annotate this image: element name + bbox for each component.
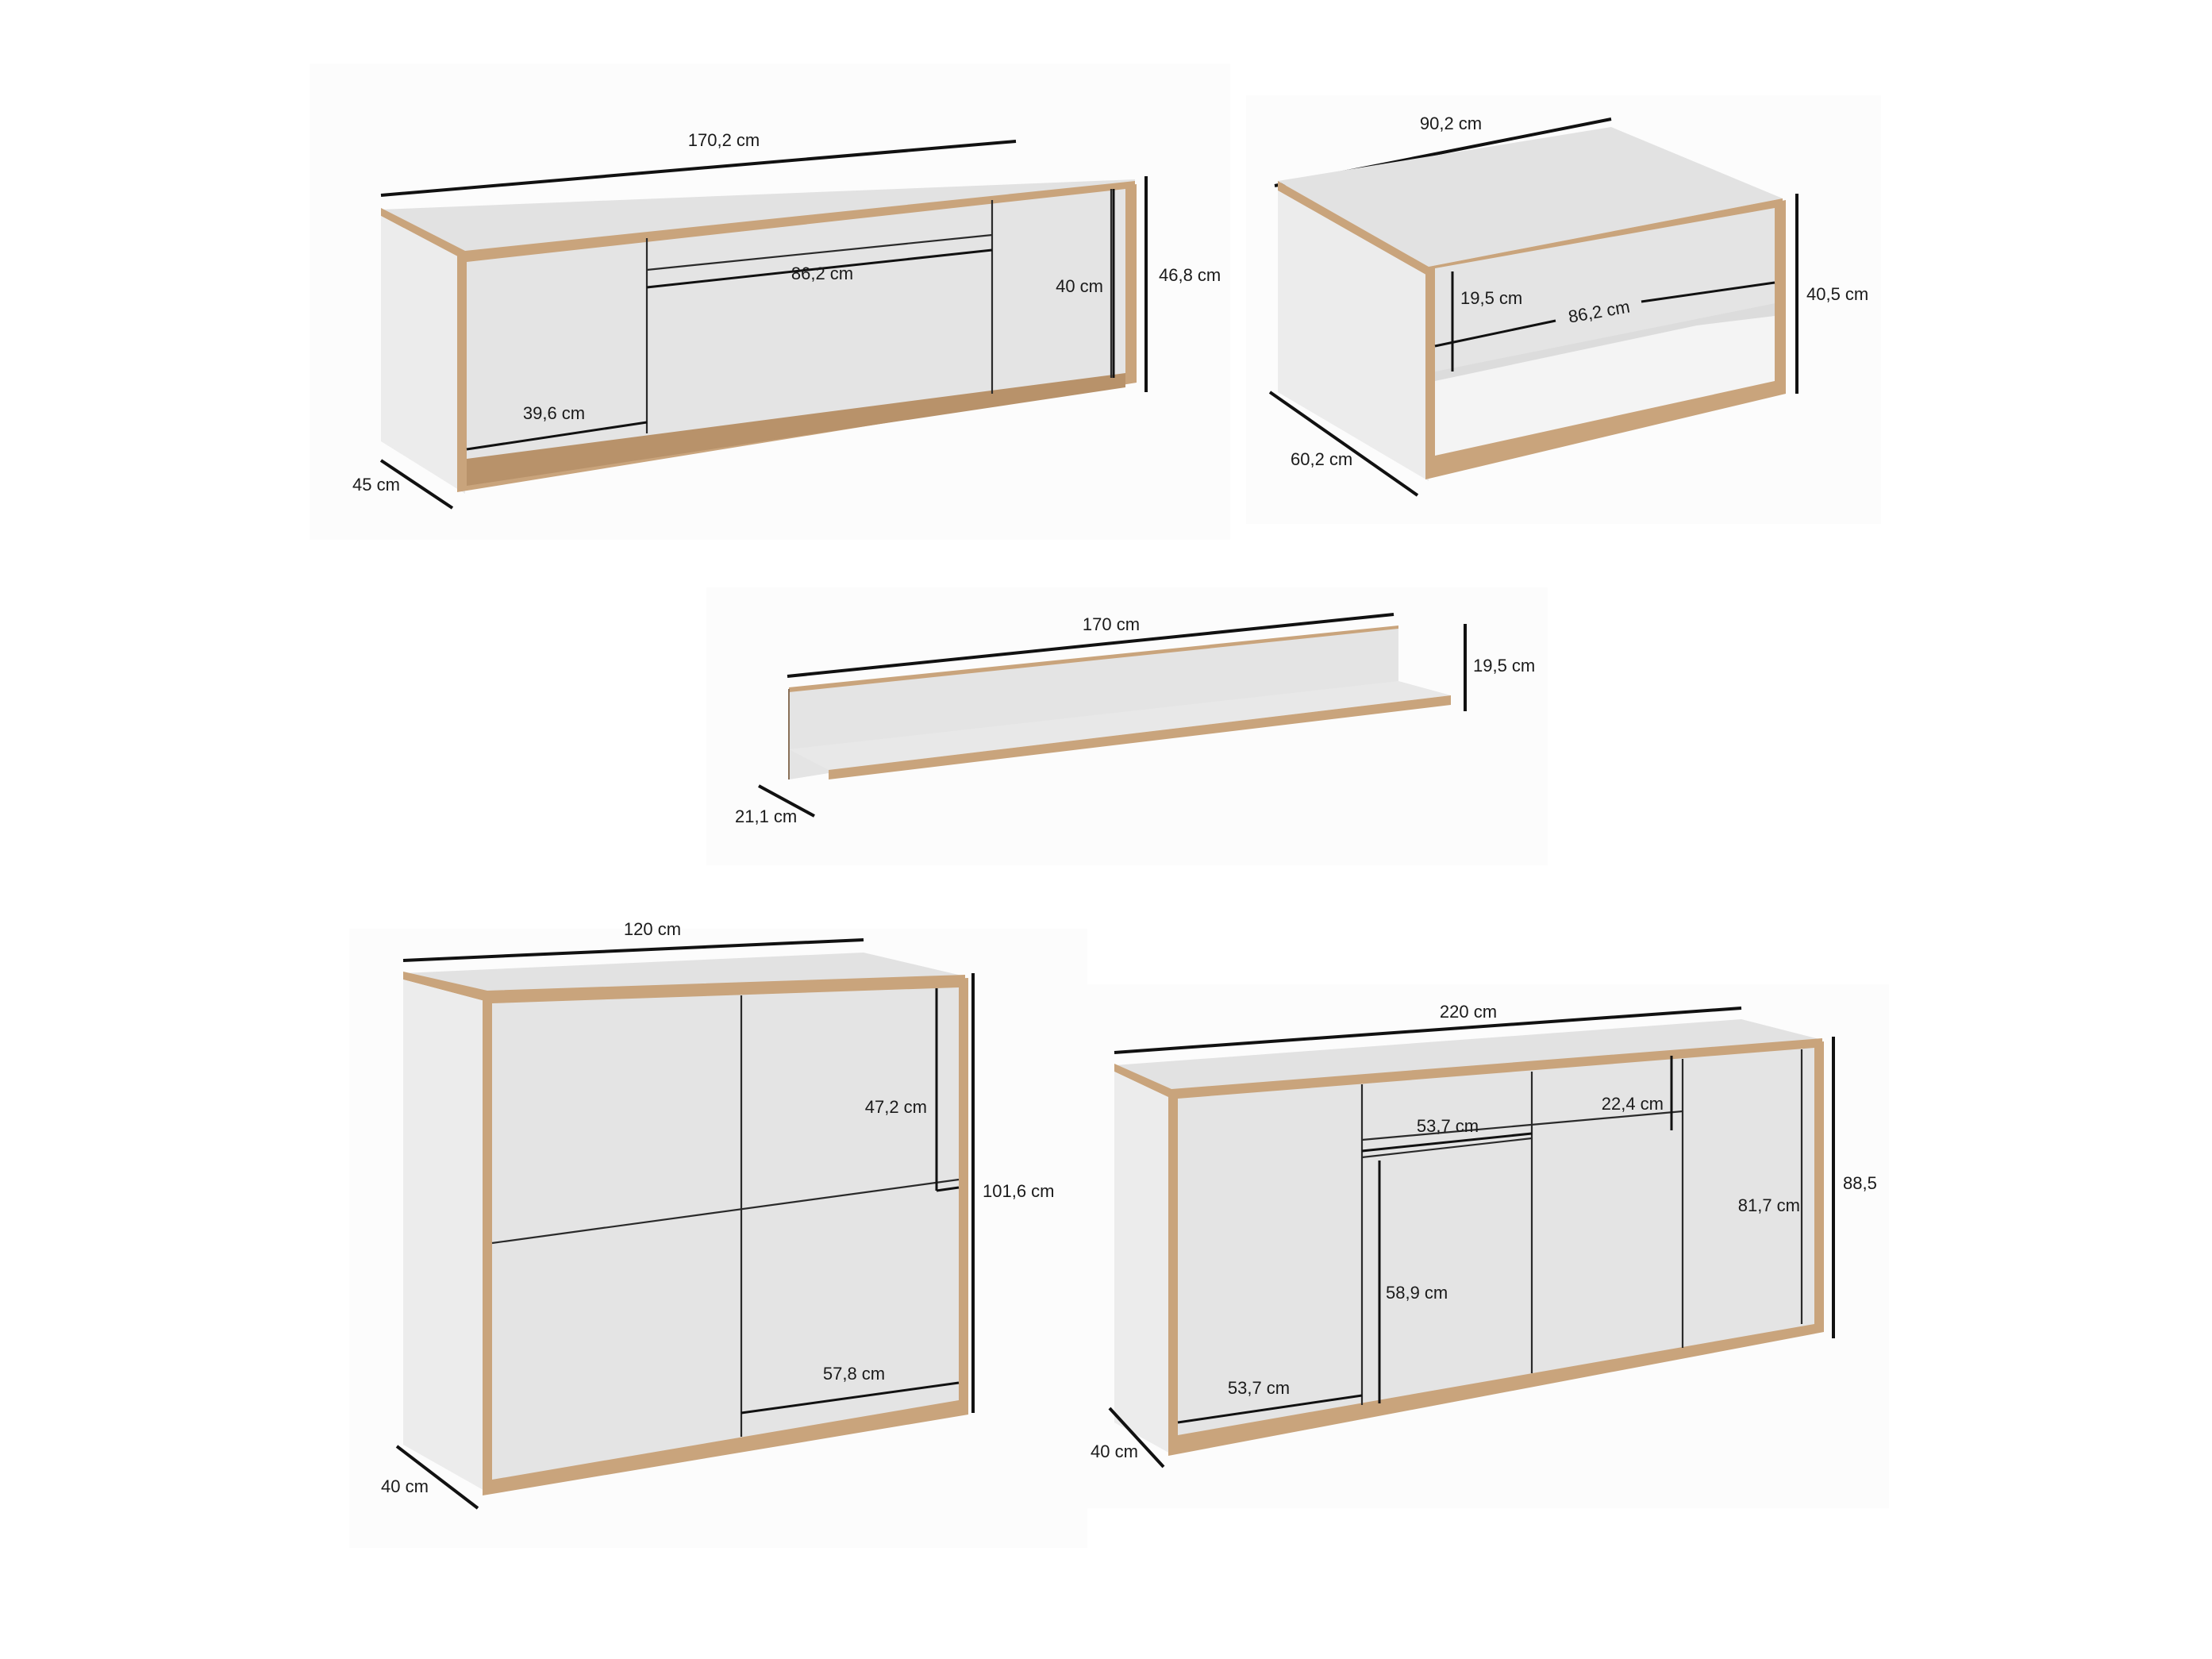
tv-unit-depth-line	[379, 459, 454, 510]
tv-unit: 170,2 cm 86,2 cm 40 cm 39,6 cm 46,8 cm 4…	[352, 130, 1221, 510]
tv-unit-width-line	[380, 140, 1017, 197]
coffee-table: 90,2 cm 19,5 cm 86,2 cm 40,5 cm 60,2 cm	[1268, 114, 1868, 497]
four-door-cabinet: 120 cm 47,2 cm 57,8 cm 101,6 cm 40 cm	[381, 919, 1055, 1510]
wall-shelf-width-line	[787, 613, 1395, 678]
tv-unit-width-label: 170,2 cm	[688, 130, 760, 150]
coffee-table-depth-line	[1268, 391, 1419, 497]
tv-unit-depth-label: 45 cm	[352, 475, 400, 495]
tv-unit-flap-seam	[646, 233, 993, 271]
sideboard-drawer-seam-a	[1361, 1110, 1683, 1141]
sideboard-width-label: 220 cm	[1440, 1002, 1497, 1022]
sideboard-height-label: 88,5	[1843, 1173, 1877, 1193]
tv-unit-front	[467, 189, 1125, 483]
wall-shelf-back-edge	[789, 625, 1398, 692]
four-door-cabinet-width-line	[402, 938, 864, 962]
four-door-cabinet-depth-line	[395, 1445, 479, 1510]
coffee-table-width-label: 90,2 cm	[1420, 114, 1482, 133]
sideboard-depth-line	[1108, 1407, 1165, 1468]
tv-unit-door-height-label: 40 cm	[1056, 276, 1103, 296]
four-door-cabinet-height-label: 101,6 cm	[983, 1181, 1055, 1201]
tv-unit-top	[381, 179, 1135, 252]
tv-unit-height-label: 46,8 cm	[1159, 265, 1221, 285]
four-door-cabinet-door-width-label: 57,8 cm	[823, 1364, 885, 1384]
tv-unit-top-edge	[381, 181, 1135, 260]
coffee-table-side	[1278, 191, 1429, 481]
coffee-table-depth-label: 60,2 cm	[1291, 449, 1352, 469]
wall-shelf-board	[789, 681, 1451, 770]
sideboard-left-door-width-label: 53,7 cm	[1228, 1378, 1290, 1398]
four-door-cabinet-front	[492, 987, 959, 1480]
sideboard-width-line	[1114, 1007, 1742, 1054]
sideboard-side	[1114, 1072, 1171, 1454]
coffee-table-drawer-width-line-b	[1641, 281, 1775, 303]
four-door-cabinet-door-width-line	[741, 1381, 960, 1415]
four-door-cabinet-seam-horizontal	[491, 1178, 960, 1245]
tv-unit-side	[381, 216, 465, 494]
four-door-cabinet-depth-label: 40 cm	[381, 1476, 429, 1496]
sideboard-top-edge	[1114, 1038, 1822, 1099]
coffee-table-open-shelf	[1435, 303, 1775, 456]
sideboard-drawer-width-line	[1361, 1132, 1533, 1153]
wall-shelf-width-label: 170 cm	[1083, 614, 1140, 634]
sideboard-front	[1178, 1048, 1814, 1435]
wall-shelf-depth-line	[758, 784, 815, 818]
four-door-cabinet-width-label: 120 cm	[624, 919, 681, 939]
four-door-cabinet-top-edge	[403, 972, 965, 1002]
sideboard-drawer-width-label: 53,7 cm	[1417, 1116, 1479, 1136]
sideboard-top	[1114, 1019, 1822, 1091]
sideboard: 220 cm 53,7 cm 22,4 cm 81,7 cm 58,9 cm 5…	[1091, 1002, 1877, 1468]
coffee-table-top	[1278, 127, 1783, 267]
tv-unit-door-width-label: 39,6 cm	[523, 403, 585, 423]
coffee-table-drawer-height-label: 19,5 cm	[1460, 288, 1522, 308]
coffee-table-shelf-shadow	[1435, 303, 1775, 381]
sideboard-drawer-height-label: 22,4 cm	[1602, 1094, 1664, 1114]
tv-unit-door-width-line	[466, 421, 648, 451]
coffee-table-drawer-width-line-a	[1434, 319, 1556, 348]
four-door-cabinet-top	[403, 953, 965, 992]
wall-shelf-depth-label: 21,1 cm	[735, 806, 797, 826]
sideboard-left-door-width-line	[1177, 1394, 1363, 1424]
coffee-table-drawer	[1435, 208, 1775, 376]
wall-shelf-height-label: 19,5 cm	[1473, 656, 1535, 676]
tv-unit-plinth	[467, 373, 1125, 486]
sideboard-drawer-seam-b	[1361, 1137, 1533, 1159]
four-door-cabinet-door-height-label: 47,2 cm	[865, 1097, 927, 1117]
sideboard-right-door-height-label: 81,7 cm	[1738, 1195, 1800, 1215]
coffee-table-height-label: 40,5 cm	[1806, 284, 1868, 304]
wall-shelf: 170 cm 19,5 cm 21,1 cm	[735, 613, 1535, 826]
four-door-cabinet-door-height-tick	[936, 1186, 960, 1192]
wall-shelf-board-edge	[829, 695, 1451, 779]
sideboard-center-door-height-label: 58,9 cm	[1386, 1283, 1448, 1303]
sideboard-depth-label: 40 cm	[1091, 1442, 1138, 1461]
tv-unit-flap-width-label: 86,2 cm	[791, 264, 853, 283]
four-door-cabinet-side	[403, 980, 487, 1492]
tv-unit-flap-width-line	[646, 248, 993, 289]
